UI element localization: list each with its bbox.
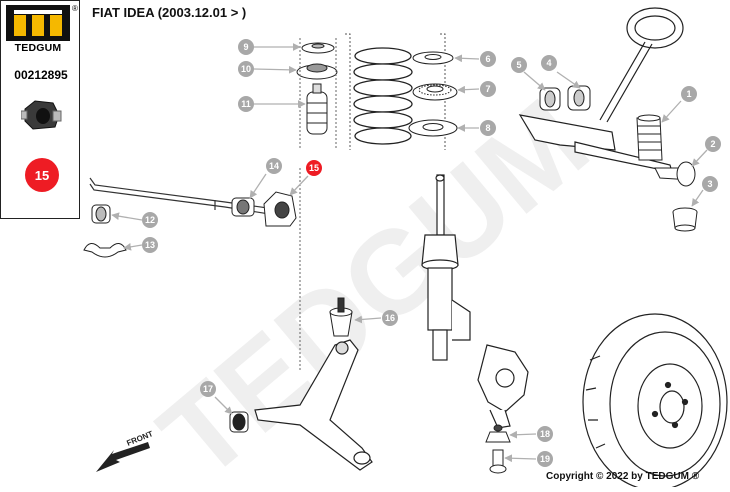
copyright-text: Copyright © 2022 by TEDGUM ® <box>546 471 700 482</box>
callout-12-label: 12 <box>142 212 158 228</box>
callout-7-label: 7 <box>480 81 496 97</box>
ball-joint-boot-part <box>672 207 698 232</box>
side-panel: TEDGUM ® 00212895 15 <box>0 0 80 219</box>
front-arrow-icon: FRONT <box>96 429 154 472</box>
callout-4-label: 4 <box>541 55 557 71</box>
part-number: 00212895 <box>14 68 68 82</box>
leader-lines <box>111 43 708 463</box>
steering-bushing-parts <box>539 85 591 111</box>
part-thumbnail-icon <box>21 100 62 130</box>
stabilizer-clamp-part <box>83 243 127 258</box>
callout-2-label: 2 <box>705 136 721 152</box>
tedgum-logo: TEDGUM ® <box>6 4 78 54</box>
registered-mark: ® <box>72 4 78 13</box>
strut-bearing-part <box>412 83 458 101</box>
callout-17-label: 17 <box>200 381 216 397</box>
link-bushing-part <box>231 197 255 217</box>
spring-seat-upper-part <box>412 51 454 65</box>
callout-10-label: 10 <box>238 61 254 77</box>
selected-part-badge: 15 <box>25 158 59 192</box>
steering-column <box>518 7 684 173</box>
callout-3-label: 3 <box>702 176 718 192</box>
tie-rod-end-part <box>654 161 696 187</box>
logo-text: TEDGUM <box>14 42 62 54</box>
control-arm-bushing-lower-part <box>229 411 249 433</box>
control-arm-bushing-upper-part <box>329 297 353 337</box>
logo-mark-icon <box>6 5 70 41</box>
callout-14-label: 14 <box>266 158 282 174</box>
top-mount-cap-part <box>301 42 335 54</box>
callout-16-label: 16 <box>382 310 398 326</box>
stabilizer-bracket-part <box>263 191 297 227</box>
steering-knuckle <box>477 344 529 429</box>
bump-stop-part <box>306 83 328 135</box>
ball-joint-boot-lower-part <box>485 424 511 443</box>
callout-9-label: 9 <box>238 39 254 55</box>
callout-15-label: 15 <box>306 160 322 176</box>
spring-seat-lower-part <box>408 119 458 137</box>
callout-5-label: 5 <box>511 57 527 73</box>
callout-8-label: 8 <box>480 120 496 136</box>
ball-joint-part <box>489 449 507 474</box>
callout-6-label: 6 <box>480 51 496 67</box>
top-mount-part <box>296 63 338 80</box>
callout-18-label: 18 <box>537 426 553 442</box>
cv-boot-part <box>636 114 663 161</box>
vehicle-title: FIAT IDEA (2003.12.01 > ) <box>92 5 247 20</box>
wheel <box>582 313 728 491</box>
callout-13-label: 13 <box>142 237 158 253</box>
callout-1-label: 1 <box>681 86 697 102</box>
callout-11-label: 11 <box>238 96 254 112</box>
stabilizer-bushing-part <box>91 204 111 224</box>
callout-19-label: 19 <box>537 451 553 467</box>
shock-absorber <box>421 174 471 361</box>
lower-control-arm <box>254 339 373 471</box>
coil-spring <box>353 47 413 145</box>
